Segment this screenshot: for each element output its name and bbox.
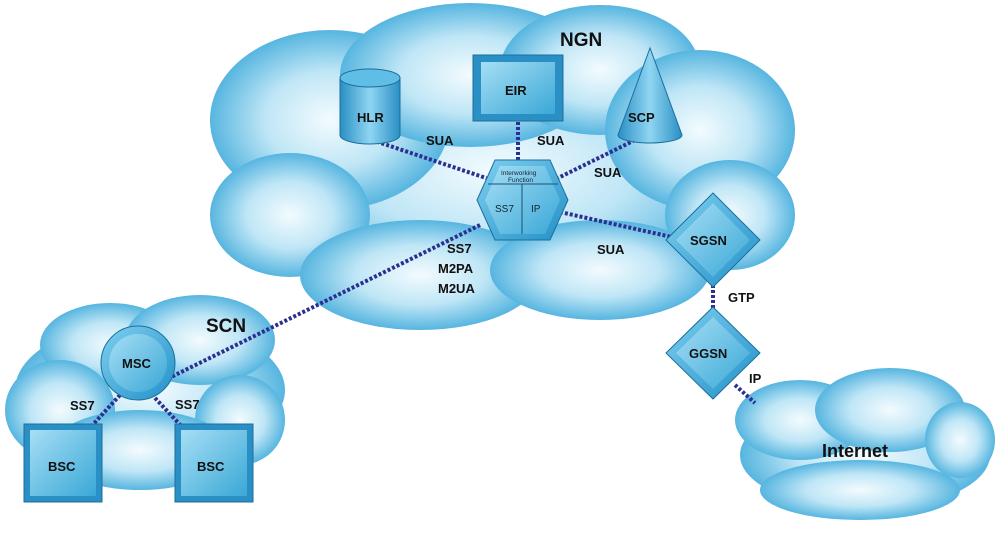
sgsn-label: SGSN [690,233,727,248]
label-eir-sua: SUA [537,133,565,148]
sgsn-node: SGSN [665,192,761,288]
link-msc-bsc-left [86,393,122,432]
scn-label: SCN [206,316,246,337]
ngn-cloud: NGN [210,3,795,330]
label-msc-ss7: SS7 [447,241,472,256]
ggsn-node: GGSN [665,306,761,400]
link-ggsn-internet [733,383,757,405]
label-msc-m2ua: M2UA [438,281,475,296]
eir-node: EIR [472,54,564,122]
label-scp-sua: SUA [594,165,622,180]
link-hlr-iwf [371,138,493,182]
label-sgsn-sua: SUA [597,242,625,257]
interworking-function-node: Interworking Function SS7 IP [476,159,569,241]
iwf-title-line2: Function [508,177,533,184]
link-scp-iwf [549,138,636,184]
scp-node: SCP [617,46,683,144]
ggsn-label: GGSN [689,346,727,361]
eir-label: EIR [505,83,527,98]
internet-cloud: Internet [735,368,995,520]
hlr-label: HLR [357,110,384,125]
link-iwf-msc [164,223,481,382]
label-msc-m2pa: M2PA [438,261,474,276]
internet-label: Internet [822,441,888,461]
label-gtp: GTP [728,290,755,305]
iwf-ss7-part: SS7 [495,204,514,215]
bsc-right-node: BSC [174,423,254,503]
bsc-right-label: BSC [197,459,225,474]
msc-label: MSC [122,356,152,371]
link-labels: SUA SUA SUA SUA SS7 M2PA M2UA GTP IP SS7… [70,133,762,413]
bsc-left-label: BSC [48,459,76,474]
label-bsc-left-ss7: SS7 [70,398,95,413]
hlr-node: HLR [339,68,401,145]
scp-label: SCP [628,110,655,125]
bsc-left-node: BSC [23,423,103,503]
link-iwf-sgsn [559,210,686,242]
iwf-ip-part: IP [531,204,541,215]
iwf-title-line1: Interworking [501,170,537,177]
label-ip: IP [749,371,762,386]
msc-node: MSC [100,325,176,401]
ngn-label: NGN [560,30,602,51]
label-hlr-sua: SUA [426,133,454,148]
label-bsc-right-ss7: SS7 [175,397,200,412]
